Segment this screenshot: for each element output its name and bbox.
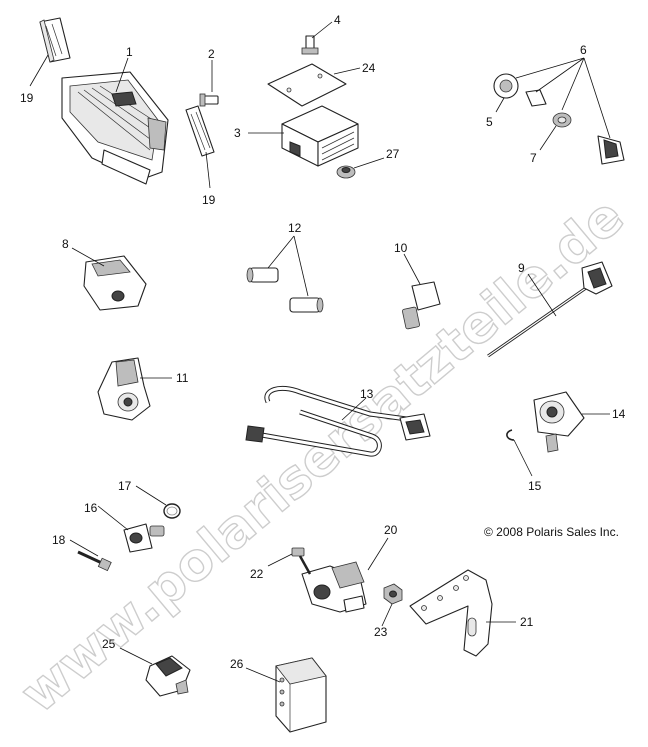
- callout-14: 14: [612, 407, 626, 421]
- part-9-probe: [487, 261, 613, 358]
- part-17-o-ring: [163, 503, 181, 519]
- callout-7: 7: [530, 151, 537, 165]
- callout-27: 27: [386, 147, 400, 161]
- part-12-sensor-pair: [246, 267, 324, 313]
- callout-2: 2: [208, 47, 215, 61]
- part-24-cover: [267, 63, 347, 107]
- part-15-clip: [506, 429, 515, 441]
- callout-5: 5: [486, 115, 493, 129]
- callout-4: 4: [334, 13, 341, 27]
- part-16-sensor: [123, 523, 165, 553]
- callout-19-a: 19: [20, 91, 34, 105]
- part-1-ecu: [61, 71, 169, 185]
- callout-23: 23: [374, 625, 388, 639]
- part-7-seal: [552, 112, 572, 128]
- copyright-text: © 2008 Polaris Sales Inc.: [484, 525, 619, 539]
- part-19-bracket-b: [185, 105, 215, 157]
- callout-3: 3: [234, 126, 241, 140]
- callout-17: 17: [118, 479, 132, 493]
- callout-26: 26: [230, 657, 244, 671]
- callout-16: 16: [84, 501, 98, 515]
- callout-10: 10: [394, 241, 408, 255]
- callout-9: 9: [518, 261, 525, 275]
- part-22-screw: [291, 547, 312, 575]
- part-10-temp-sensor: [402, 281, 441, 330]
- part-18-bolt: [77, 550, 112, 572]
- part-6-sensor: [597, 135, 625, 165]
- callout-6: 6: [580, 43, 587, 57]
- callout-11: 11: [176, 371, 189, 385]
- part-23-nut: [383, 583, 403, 605]
- callout-15: 15: [528, 479, 542, 493]
- part-27-grommet: [336, 165, 356, 179]
- part-20-valve: [301, 561, 367, 613]
- part-2-bolt: [199, 93, 219, 107]
- part-4-screw: [301, 35, 319, 55]
- callout-21: 21: [520, 615, 534, 629]
- callout-24: 24: [362, 61, 376, 75]
- part-19-bracket-a: [39, 17, 71, 63]
- part-13-harness: [245, 385, 431, 457]
- part-14-knock-sensor: [533, 391, 585, 453]
- callout-12: 12: [288, 221, 302, 235]
- callout-1: 1: [126, 45, 133, 59]
- callout-20: 20: [384, 523, 398, 537]
- callout-18: 18: [52, 533, 66, 547]
- callout-8: 8: [62, 237, 69, 251]
- callout-19-b: 19: [202, 193, 216, 207]
- part-26-module: [275, 657, 327, 733]
- part-25-relay: [145, 655, 191, 697]
- part-5-switch: [493, 73, 519, 99]
- part-6-terminal: [525, 89, 547, 107]
- part-3-control-box: [281, 105, 359, 167]
- part-21-bracket: [409, 569, 493, 657]
- part-11-tps-sensor: [97, 357, 151, 421]
- callout-25: 25: [102, 637, 116, 651]
- part-8-map-sensor: [83, 255, 147, 311]
- callout-22: 22: [250, 567, 264, 581]
- callout-13: 13: [360, 387, 374, 401]
